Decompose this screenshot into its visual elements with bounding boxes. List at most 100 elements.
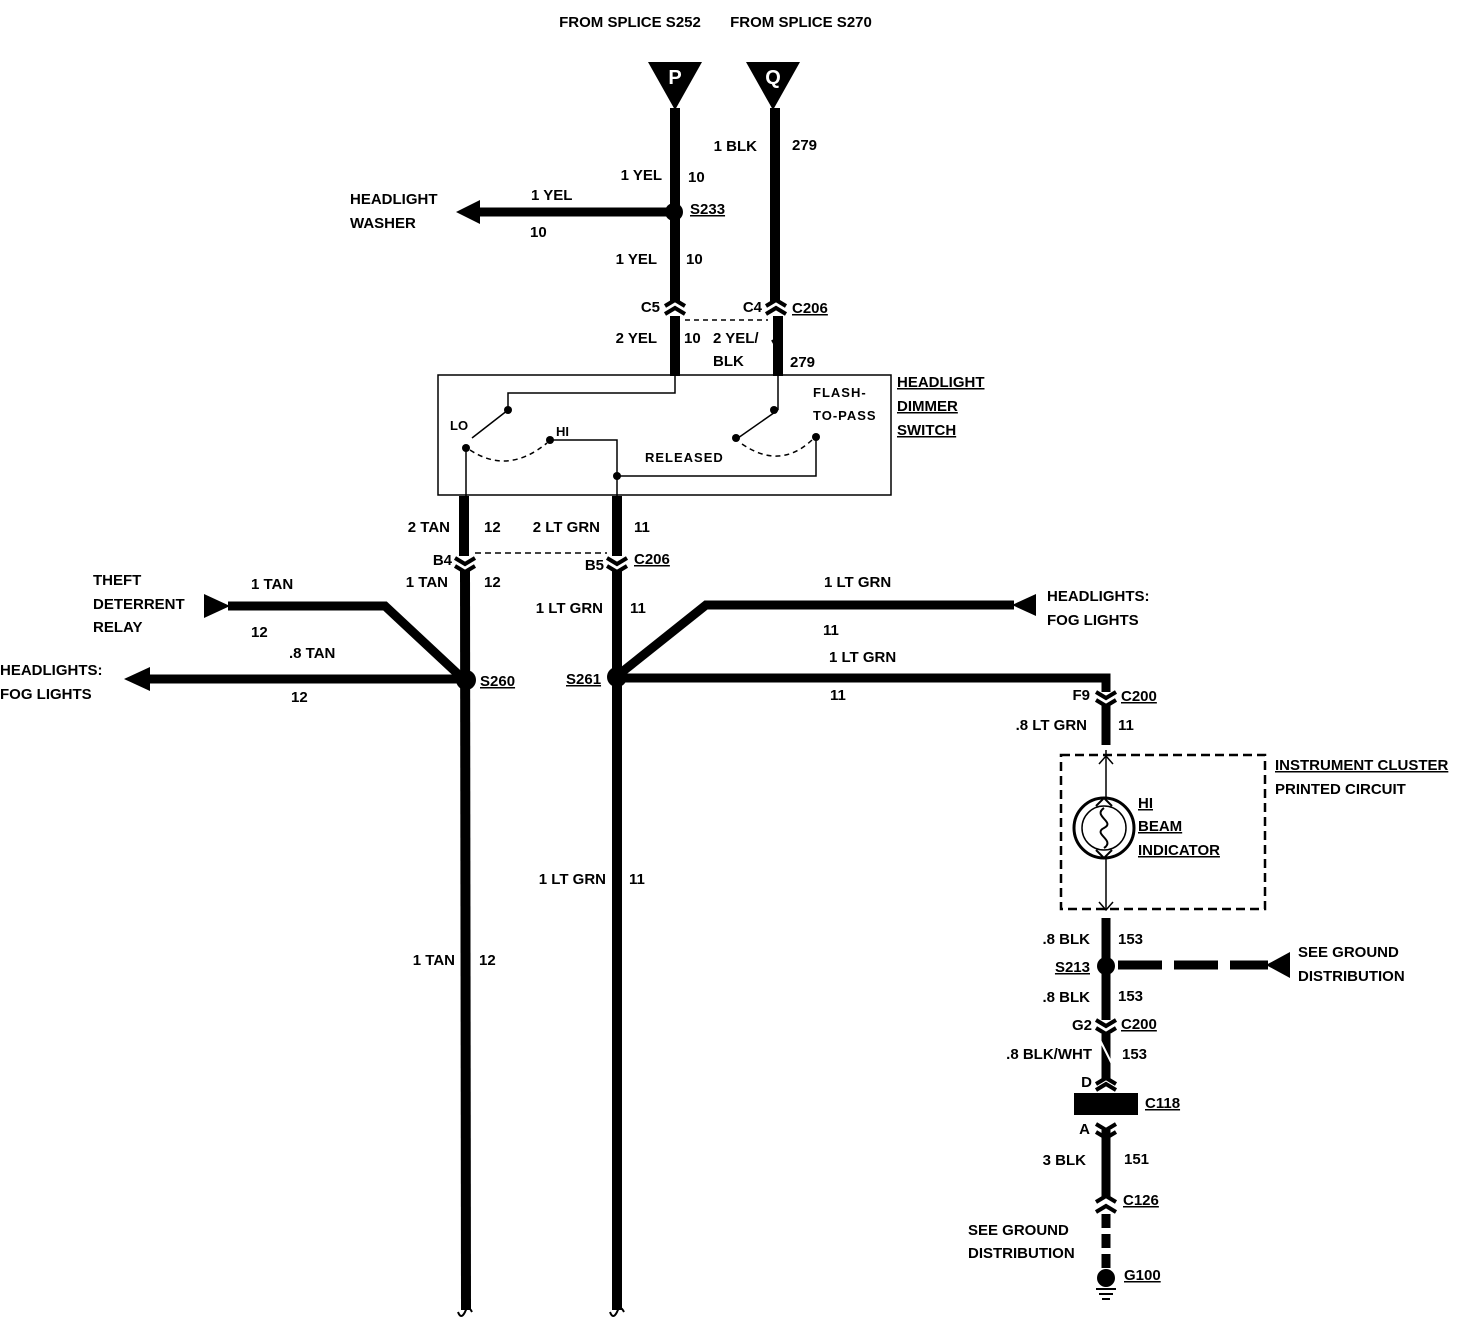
- label-q-top-circuit: 279: [792, 137, 817, 154]
- wire-grn-fog: [619, 600, 1014, 676]
- splice-s260-label: S260: [480, 673, 515, 690]
- label-grn-b5-color: 1 LT GRN: [536, 600, 603, 617]
- dimmer-switch: LO HI RELEASED FLASH- TO-PASS HEADLIGHT …: [437, 374, 985, 496]
- splice-s213-dot: [1097, 957, 1115, 975]
- ground-bottom-label-2: DISTRIBUTION: [968, 1245, 1075, 1262]
- label-grn-b5-circuit: 11: [630, 600, 646, 617]
- connector-c5-label: C5: [641, 299, 660, 316]
- label-tan-down-circuit: 12: [479, 952, 496, 969]
- fog-right-label-1: HEADLIGHTS:: [1047, 588, 1150, 605]
- fog-right-label-2: FOG LIGHTS: [1047, 612, 1139, 629]
- switch-flash-label-2: TO-PASS: [813, 408, 877, 423]
- dimmer-switch-box: [437, 374, 892, 496]
- wire-break-mark-2: [1099, 1039, 1113, 1065]
- indicator-label-1: HI: [1138, 795, 1153, 812]
- source-q-caption: FROM SPLICE S270: [730, 14, 872, 31]
- connector-f9-symbol: [1094, 690, 1118, 709]
- fog-left-arrow-icon: [124, 667, 150, 691]
- connector-c200-low-label: C200: [1121, 1016, 1157, 1033]
- label-p-top-circuit: 10: [688, 169, 705, 186]
- label-blk-wht-circuit: 153: [1122, 1046, 1147, 1063]
- label-grn-fog-color: 1 LT GRN: [824, 574, 891, 591]
- source-q-letter: Q: [765, 67, 781, 89]
- connector-f9-label: F9: [1072, 687, 1090, 704]
- label-blk-wht-color: .8 BLK/WHT: [1006, 1046, 1092, 1063]
- splice-s261-dot: [607, 667, 627, 687]
- label-grn-c200-color: 1 LT GRN: [829, 649, 896, 666]
- connector-c118-label: C118: [1145, 1095, 1180, 1112]
- label-theft-color: 1 TAN: [251, 576, 293, 593]
- connectors: [453, 297, 1118, 1214]
- label-tan-b4-circuit: 12: [484, 574, 501, 591]
- connector-c4-symbol: [764, 297, 788, 316]
- connector-c4-label: C4: [743, 299, 763, 316]
- label-cluster-in-color: .8 LT GRN: [1016, 717, 1087, 734]
- label-p-mid-circuit: 10: [686, 251, 703, 268]
- label-tan-fog-color: .8 TAN: [289, 645, 335, 662]
- instrument-cluster: HI BEAM INDICATOR INSTRUMENT CLUSTER PRI…: [1059, 750, 1448, 912]
- label-blk-153a-color: .8 BLK: [1042, 931, 1090, 948]
- label-q-low-color-2: BLK: [713, 353, 744, 370]
- hi-beam-bulb-icon: [1072, 796, 1136, 860]
- cluster-dashed-box: [1059, 753, 1267, 911]
- label-washer-circuit: 10: [530, 224, 547, 241]
- wire-break-mark: [771, 339, 783, 359]
- connector-c206-top-label: C206: [792, 300, 828, 317]
- destination-labels: HEADLIGHT WASHER THEFT DETERRENT RELAY H…: [0, 191, 1405, 1262]
- connector-b4-label: B4: [433, 552, 453, 569]
- wire-labels: 1 YEL 10 1 BLK 279 1 YEL 10 1 YEL 10 2 Y…: [251, 137, 1149, 1169]
- fog-left-label-1: HEADLIGHTS:: [0, 662, 103, 679]
- label-grn-down-circuit: 11: [629, 871, 645, 888]
- theft-label-1: THEFT: [93, 572, 141, 589]
- ground-g100-label: G100: [1124, 1267, 1161, 1284]
- splice-s213-label: S213: [1055, 959, 1090, 976]
- splice-s233-label: S233: [690, 201, 725, 218]
- label-blk-153a-circuit: 153: [1118, 931, 1143, 948]
- washer-label-2: WASHER: [350, 215, 416, 232]
- splice-s260-dot: [456, 670, 476, 690]
- source-p-caption: FROM SPLICE S252: [559, 14, 701, 31]
- splice-dots: [456, 203, 1115, 975]
- source-p-letter: P: [668, 67, 681, 89]
- connector-c126-label: C126: [1123, 1192, 1159, 1209]
- label-hi-out-circuit: 11: [634, 519, 650, 536]
- ground-right-label-1: SEE GROUND: [1298, 944, 1399, 961]
- label-blk-151-color: 3 BLK: [1043, 1152, 1087, 1169]
- label-tan-fog-circuit: 12: [291, 689, 308, 706]
- connector-d-symbol: [1094, 1075, 1118, 1092]
- connector-c126-symbol: [1094, 1193, 1118, 1214]
- connector-b5-label: B5: [585, 557, 604, 574]
- connector-b4-symbol: [453, 556, 477, 575]
- washer-arrow-icon: [456, 200, 480, 224]
- label-q-low-color-1: 2 YEL/: [713, 330, 759, 347]
- switch-hi-label: HI: [556, 424, 569, 439]
- label-hi-out-color: 2 LT GRN: [533, 519, 600, 536]
- label-cluster-in-circuit: 11: [1118, 717, 1134, 734]
- label-p-mid-color: 1 YEL: [616, 251, 657, 268]
- connector-b5-symbol: [605, 556, 629, 575]
- connector-c118-block: [1074, 1093, 1138, 1115]
- connector-a-symbol: [1094, 1122, 1118, 1141]
- label-blk-153b-circuit: 153: [1118, 988, 1143, 1005]
- connector-a-label: A: [1079, 1121, 1090, 1138]
- label-q-top-color: 1 BLK: [714, 138, 758, 155]
- wire-tan-main: [460, 569, 471, 1311]
- label-lo-out-circuit: 12: [484, 519, 501, 536]
- label-washer-color: 1 YEL: [531, 187, 572, 204]
- label-blk-151-circuit: 151: [1124, 1151, 1149, 1168]
- switch-flash-label-1: FLASH-: [813, 385, 867, 400]
- label-p-top-color: 1 YEL: [621, 167, 662, 184]
- connector-c5-symbol: [663, 297, 687, 316]
- wire-ends: [457, 1307, 625, 1317]
- cluster-title-2: PRINTED CIRCUIT: [1275, 781, 1406, 798]
- label-grn-down-color: 1 LT GRN: [539, 871, 606, 888]
- label-q-low-circuit: 279: [790, 354, 815, 371]
- source-q: Q FROM SPLICE S270: [730, 14, 872, 110]
- switch-lo-label: LO: [450, 418, 468, 433]
- theft-label-2: DETERRENT: [93, 596, 185, 613]
- wire-theft: [228, 601, 464, 680]
- cluster-title-1: INSTRUMENT CLUSTER: [1275, 757, 1448, 774]
- fog-left-label-2: FOG LIGHTS: [0, 686, 92, 703]
- theft-arrow-icon: [204, 594, 230, 618]
- connector-d-label: D: [1081, 1074, 1092, 1091]
